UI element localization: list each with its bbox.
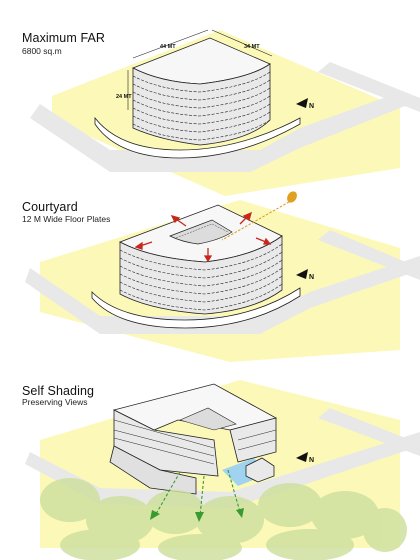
panel-2-title: Courtyard [22, 200, 78, 214]
dim-front-width: 44 MT [160, 44, 176, 50]
panel-2-subtitle: 12 M Wide Floor Plates [22, 214, 111, 224]
floor-lines-2 [119, 243, 283, 311]
view-arrow-head-3 [236, 508, 244, 518]
dimension-lines-1 [127, 29, 273, 110]
north-arrow-icon-1: N [296, 98, 314, 110]
north-label-3: N [309, 457, 314, 464]
trees-band [40, 478, 407, 560]
road-3 [25, 432, 420, 508]
view-arrow-head-2 [195, 512, 204, 522]
panel-1-subtitle: 6800 sq.m [22, 46, 62, 56]
north-arrow-icon-3: N [296, 452, 314, 464]
mass-front-1 [132, 63, 271, 146]
mass-front-2 [119, 235, 283, 315]
road-1 [30, 92, 420, 172]
floor-plate-arrows [134, 211, 272, 263]
road-2b [318, 230, 420, 280]
floor-lines-3 [113, 419, 277, 465]
view-arrows [155, 469, 241, 517]
road-3b [318, 408, 420, 456]
panel-3-subtitle: Preserving Views [22, 397, 88, 407]
plinth-2 [91, 287, 301, 329]
floor-lines-1 [132, 71, 271, 141]
panel-3-title: Self Shading [22, 384, 95, 398]
dim-height: 24 MT [116, 94, 132, 100]
mass-courtyard-3 [179, 407, 237, 431]
sun-ray [221, 201, 290, 241]
courtyard-void [169, 219, 233, 245]
plinth-1 [94, 116, 301, 159]
road-1b [318, 62, 420, 112]
sun-icon [287, 191, 297, 203]
panel-1-title: Maximum FAR [22, 31, 106, 45]
north-arrow-icon-2: N [296, 269, 314, 281]
dim-side-width: 34 MT [244, 44, 260, 50]
north-label-2: N [309, 274, 314, 281]
view-arrow-head-1 [150, 510, 160, 520]
pavilion-block [245, 457, 275, 483]
north-label-1: N [309, 103, 314, 110]
mass-side-3 [229, 417, 277, 463]
